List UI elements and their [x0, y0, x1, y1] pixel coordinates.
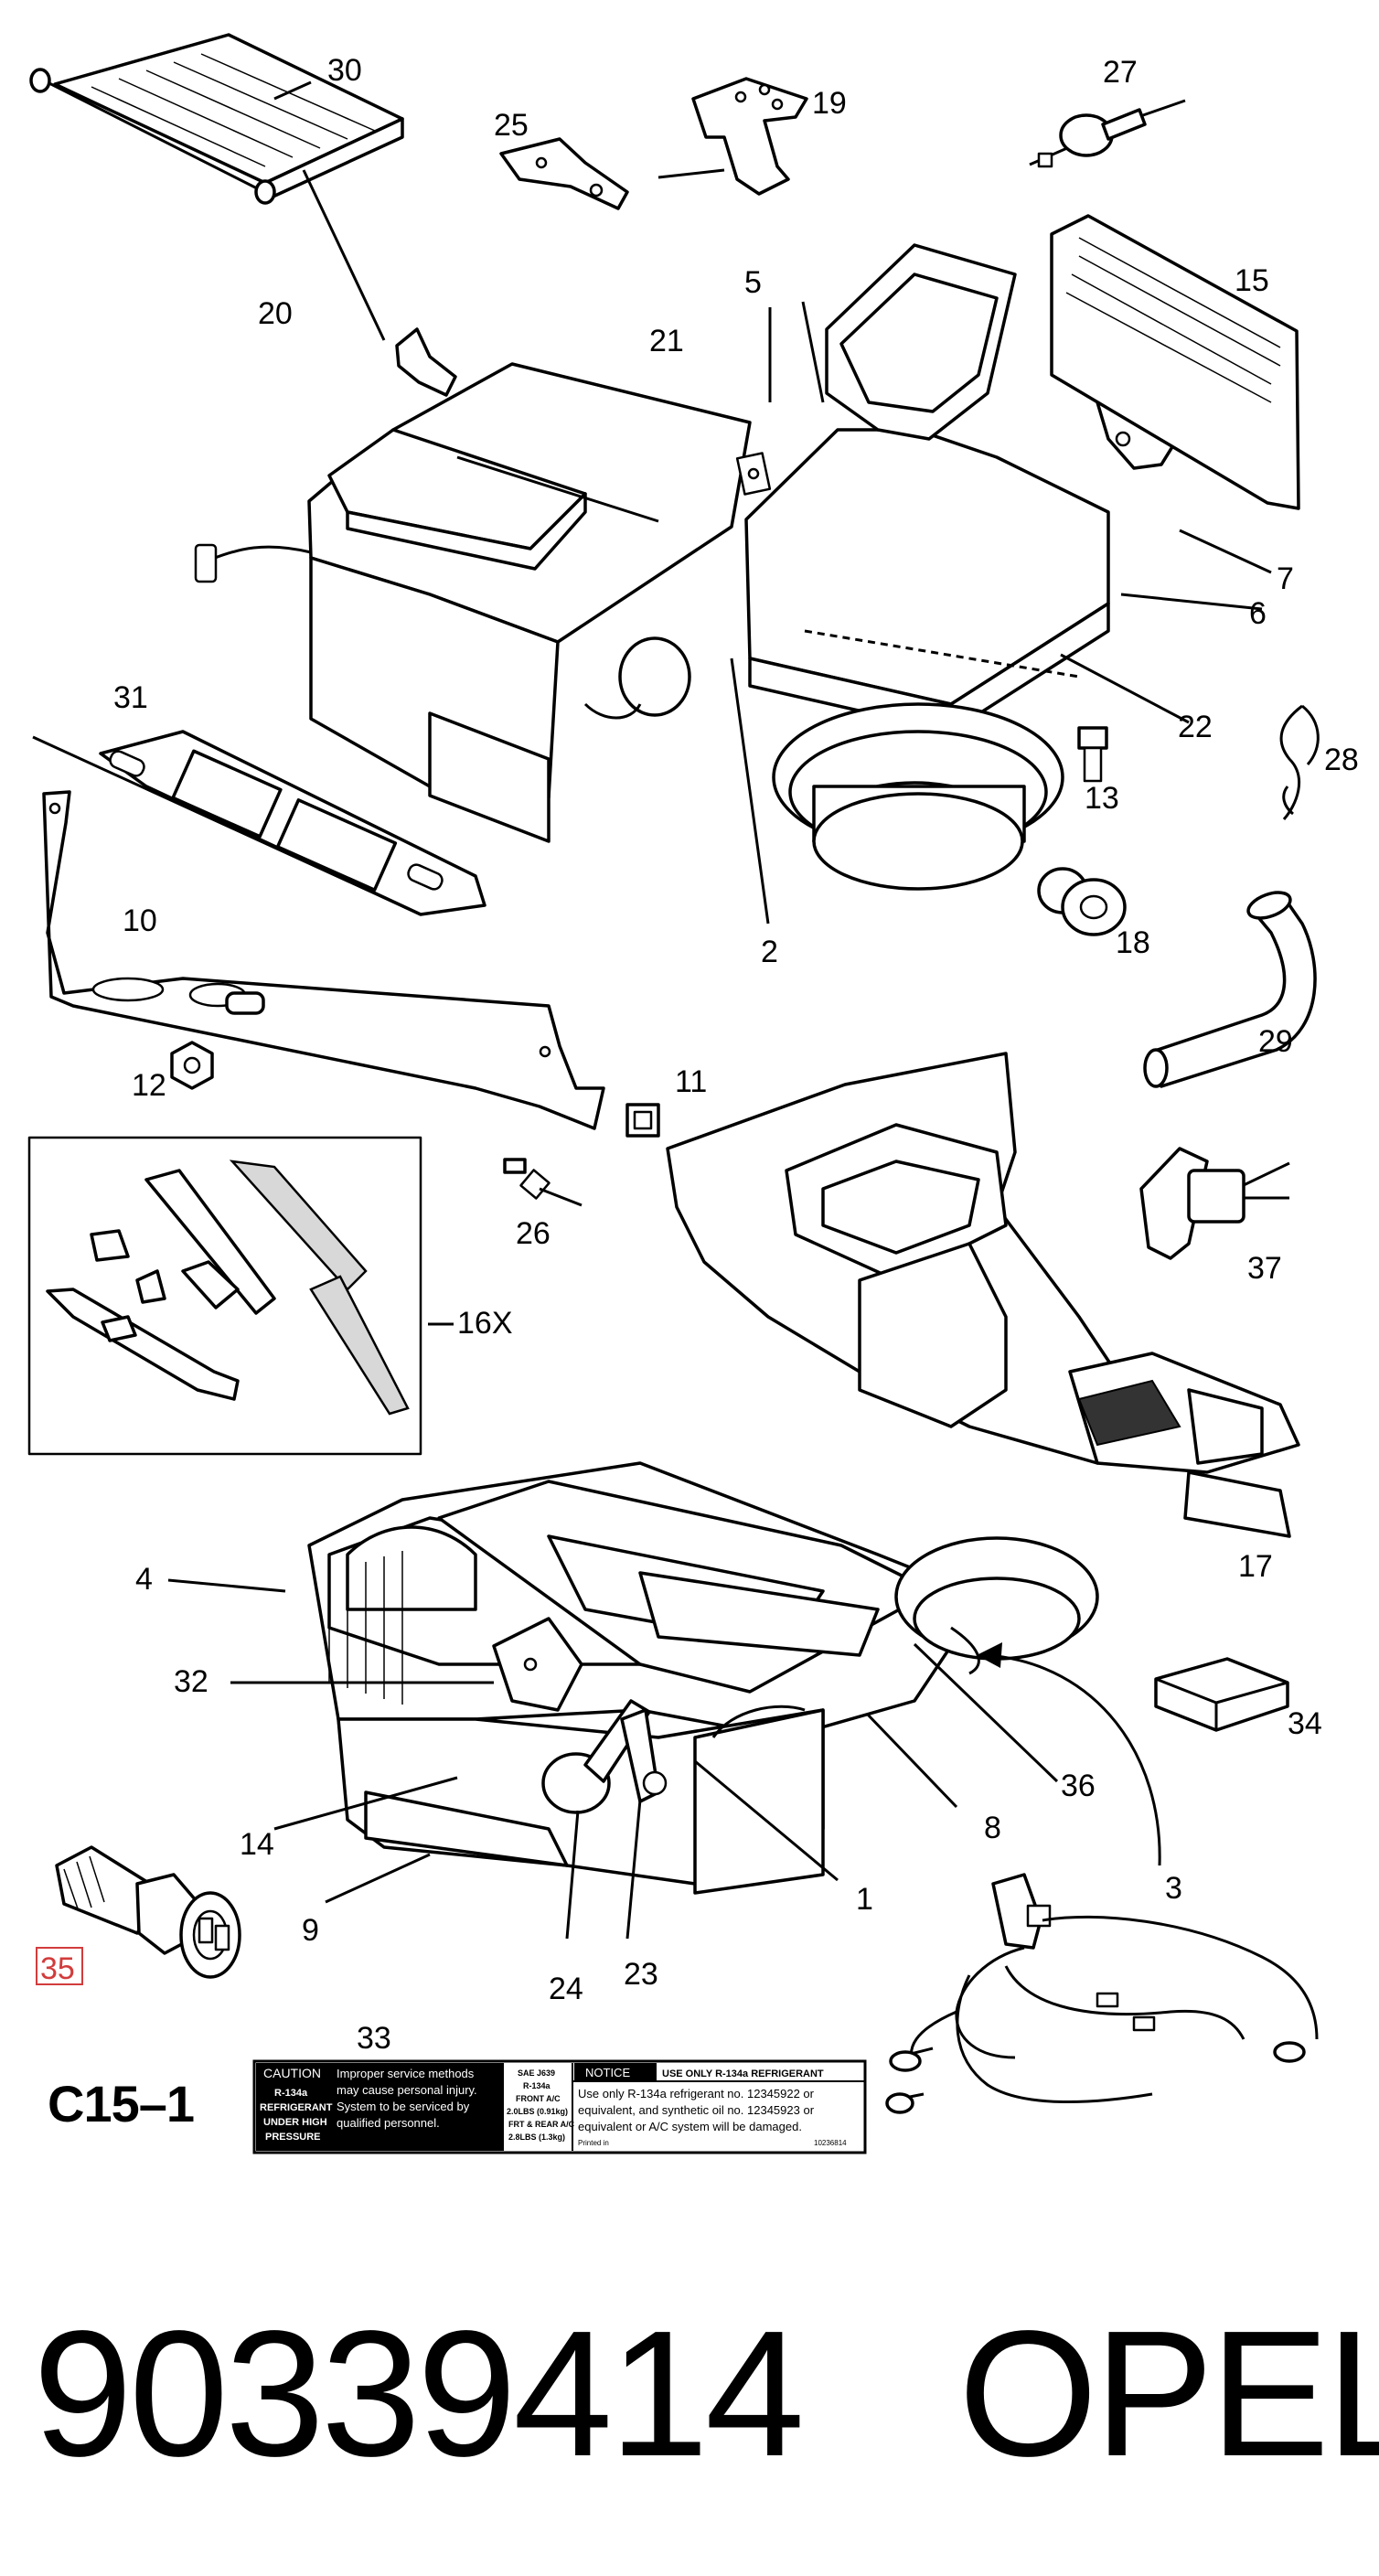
part-37-vacuum-valve	[1139, 1147, 1290, 1260]
caution-sub-2: UNDER HIGH	[263, 2117, 327, 2128]
notice-title: USE ONLY R-134a REFRIGERANT	[662, 2068, 824, 2079]
part-28-clip	[1279, 704, 1320, 820]
notice-heading: NOTICE	[585, 2066, 630, 2079]
callout-9: 9	[302, 1913, 319, 1948]
callout-17: 17	[1238, 1549, 1273, 1584]
callout-8: 8	[984, 1811, 1001, 1845]
callout-3: 3	[1165, 1871, 1182, 1906]
callout-30: 30	[327, 53, 362, 88]
callout-27: 27	[1103, 55, 1138, 90]
caution-text-3: qualified personnel.	[337, 2116, 440, 2130]
part-3-wiring-harness	[885, 1873, 1319, 2114]
callout-32: 32	[174, 1664, 208, 1699]
upper-hvac-module	[194, 214, 1300, 891]
brand-name: OPEL	[958, 2293, 1379, 2494]
notice-text-0: Use only R-134a refrigerant no. 12345922…	[578, 2087, 815, 2100]
callout-35: 35	[40, 1951, 75, 1986]
callout-21: 21	[649, 324, 684, 358]
printed-text: Printed in	[578, 2139, 609, 2147]
callout-34: 34	[1288, 1706, 1322, 1741]
callout-24: 24	[549, 1972, 583, 2006]
kit-16x-box	[27, 1136, 422, 1456]
callout-25: 25	[494, 108, 529, 143]
figure-code: C15–1	[48, 2075, 195, 2132]
caution-sub-0: R-134a	[274, 2088, 308, 2099]
callout-13: 13	[1085, 781, 1119, 816]
notice-text-1: equivalent, and synthetic oil no. 123459…	[578, 2103, 815, 2117]
part-30-heater-core	[29, 33, 404, 205]
part-35-pressure-switch	[55, 1845, 241, 1979]
callout-15: 15	[1235, 263, 1269, 298]
callout-7: 7	[1277, 561, 1294, 596]
callout-28: 28	[1324, 743, 1359, 777]
caution-notice-label: CAUTION R-134a REFRIGERANT UNDER HIGH PR…	[252, 2059, 867, 2154]
caution-text-2: System to be serviced by	[337, 2100, 470, 2113]
caution-text-0: Improper service methods	[337, 2067, 475, 2080]
callout-23: 23	[624, 1957, 658, 1992]
label-number: 10236814	[814, 2139, 847, 2147]
callout-10: 10	[123, 903, 157, 938]
part-25-bracket	[499, 137, 629, 210]
sae-text-0: SAE J639	[518, 2068, 555, 2078]
sae-text-1: R-134a	[523, 2081, 551, 2090]
callout-29: 29	[1258, 1024, 1293, 1059]
part-31-door-assembly	[32, 730, 486, 916]
callout-19: 19	[812, 86, 847, 121]
callout-1: 1	[856, 1882, 873, 1917]
callout-20: 20	[258, 296, 293, 331]
callout-22: 22	[1178, 710, 1213, 744]
callout-16x: 16X	[457, 1306, 513, 1341]
callout-36: 36	[1061, 1769, 1096, 1803]
caution-text-1: may cause personal injury.	[337, 2083, 477, 2097]
callout-2: 2	[761, 935, 778, 969]
callout-37: 37	[1247, 1251, 1282, 1286]
part-19-mount-bracket	[691, 77, 808, 196]
callout-31: 31	[113, 680, 148, 715]
part-number: 90339414	[33, 2293, 805, 2494]
callout-4: 4	[135, 1562, 153, 1597]
caution-sub-1: REFRIGERANT	[260, 2102, 333, 2113]
callout-14: 14	[240, 1827, 274, 1862]
part-34-block	[1154, 1657, 1289, 1732]
part-10-mounting-bracket	[42, 790, 605, 1130]
part-20-clip	[395, 327, 457, 397]
callout-35-highlight	[36, 1947, 83, 1985]
callout-6: 6	[1249, 596, 1267, 631]
callout-26: 26	[516, 1216, 551, 1251]
callout-18: 18	[1116, 925, 1150, 960]
part-18-grommet	[1037, 867, 1127, 936]
callout-33: 33	[357, 2021, 391, 2056]
sae-text-4: FRT & REAR A/C	[508, 2120, 575, 2129]
callout-11: 11	[675, 1064, 707, 1099]
part-12-nut	[170, 1041, 214, 1090]
callout-12: 12	[132, 1068, 166, 1103]
caution-sub-3: PRESSURE	[265, 2132, 321, 2143]
lower-hvac-assembly	[307, 1052, 1300, 1895]
sae-text-2: FRONT A/C	[516, 2094, 561, 2103]
callout-labels: 30 25 19 27 20 21 5 15 7 6 22 28 13 18 3…	[36, 53, 1359, 2056]
leader-lines	[167, 80, 1272, 1940]
callout-5: 5	[744, 265, 762, 300]
part-13-bolt	[1077, 726, 1108, 783]
sae-text-5: 2.8LBS (1.3kg)	[508, 2132, 565, 2142]
part-29-hose	[1143, 891, 1317, 1088]
part-27-vacuum-valve	[1029, 99, 1186, 168]
sae-text-3: 2.0LBS (0.91kg)	[507, 2107, 568, 2116]
caution-heading: CAUTION	[263, 2066, 321, 2080]
part-11-clip-nut	[625, 1103, 660, 1138]
notice-text-2: equivalent or A/C system will be damaged…	[578, 2120, 802, 2133]
part-26-screw	[503, 1158, 583, 1207]
